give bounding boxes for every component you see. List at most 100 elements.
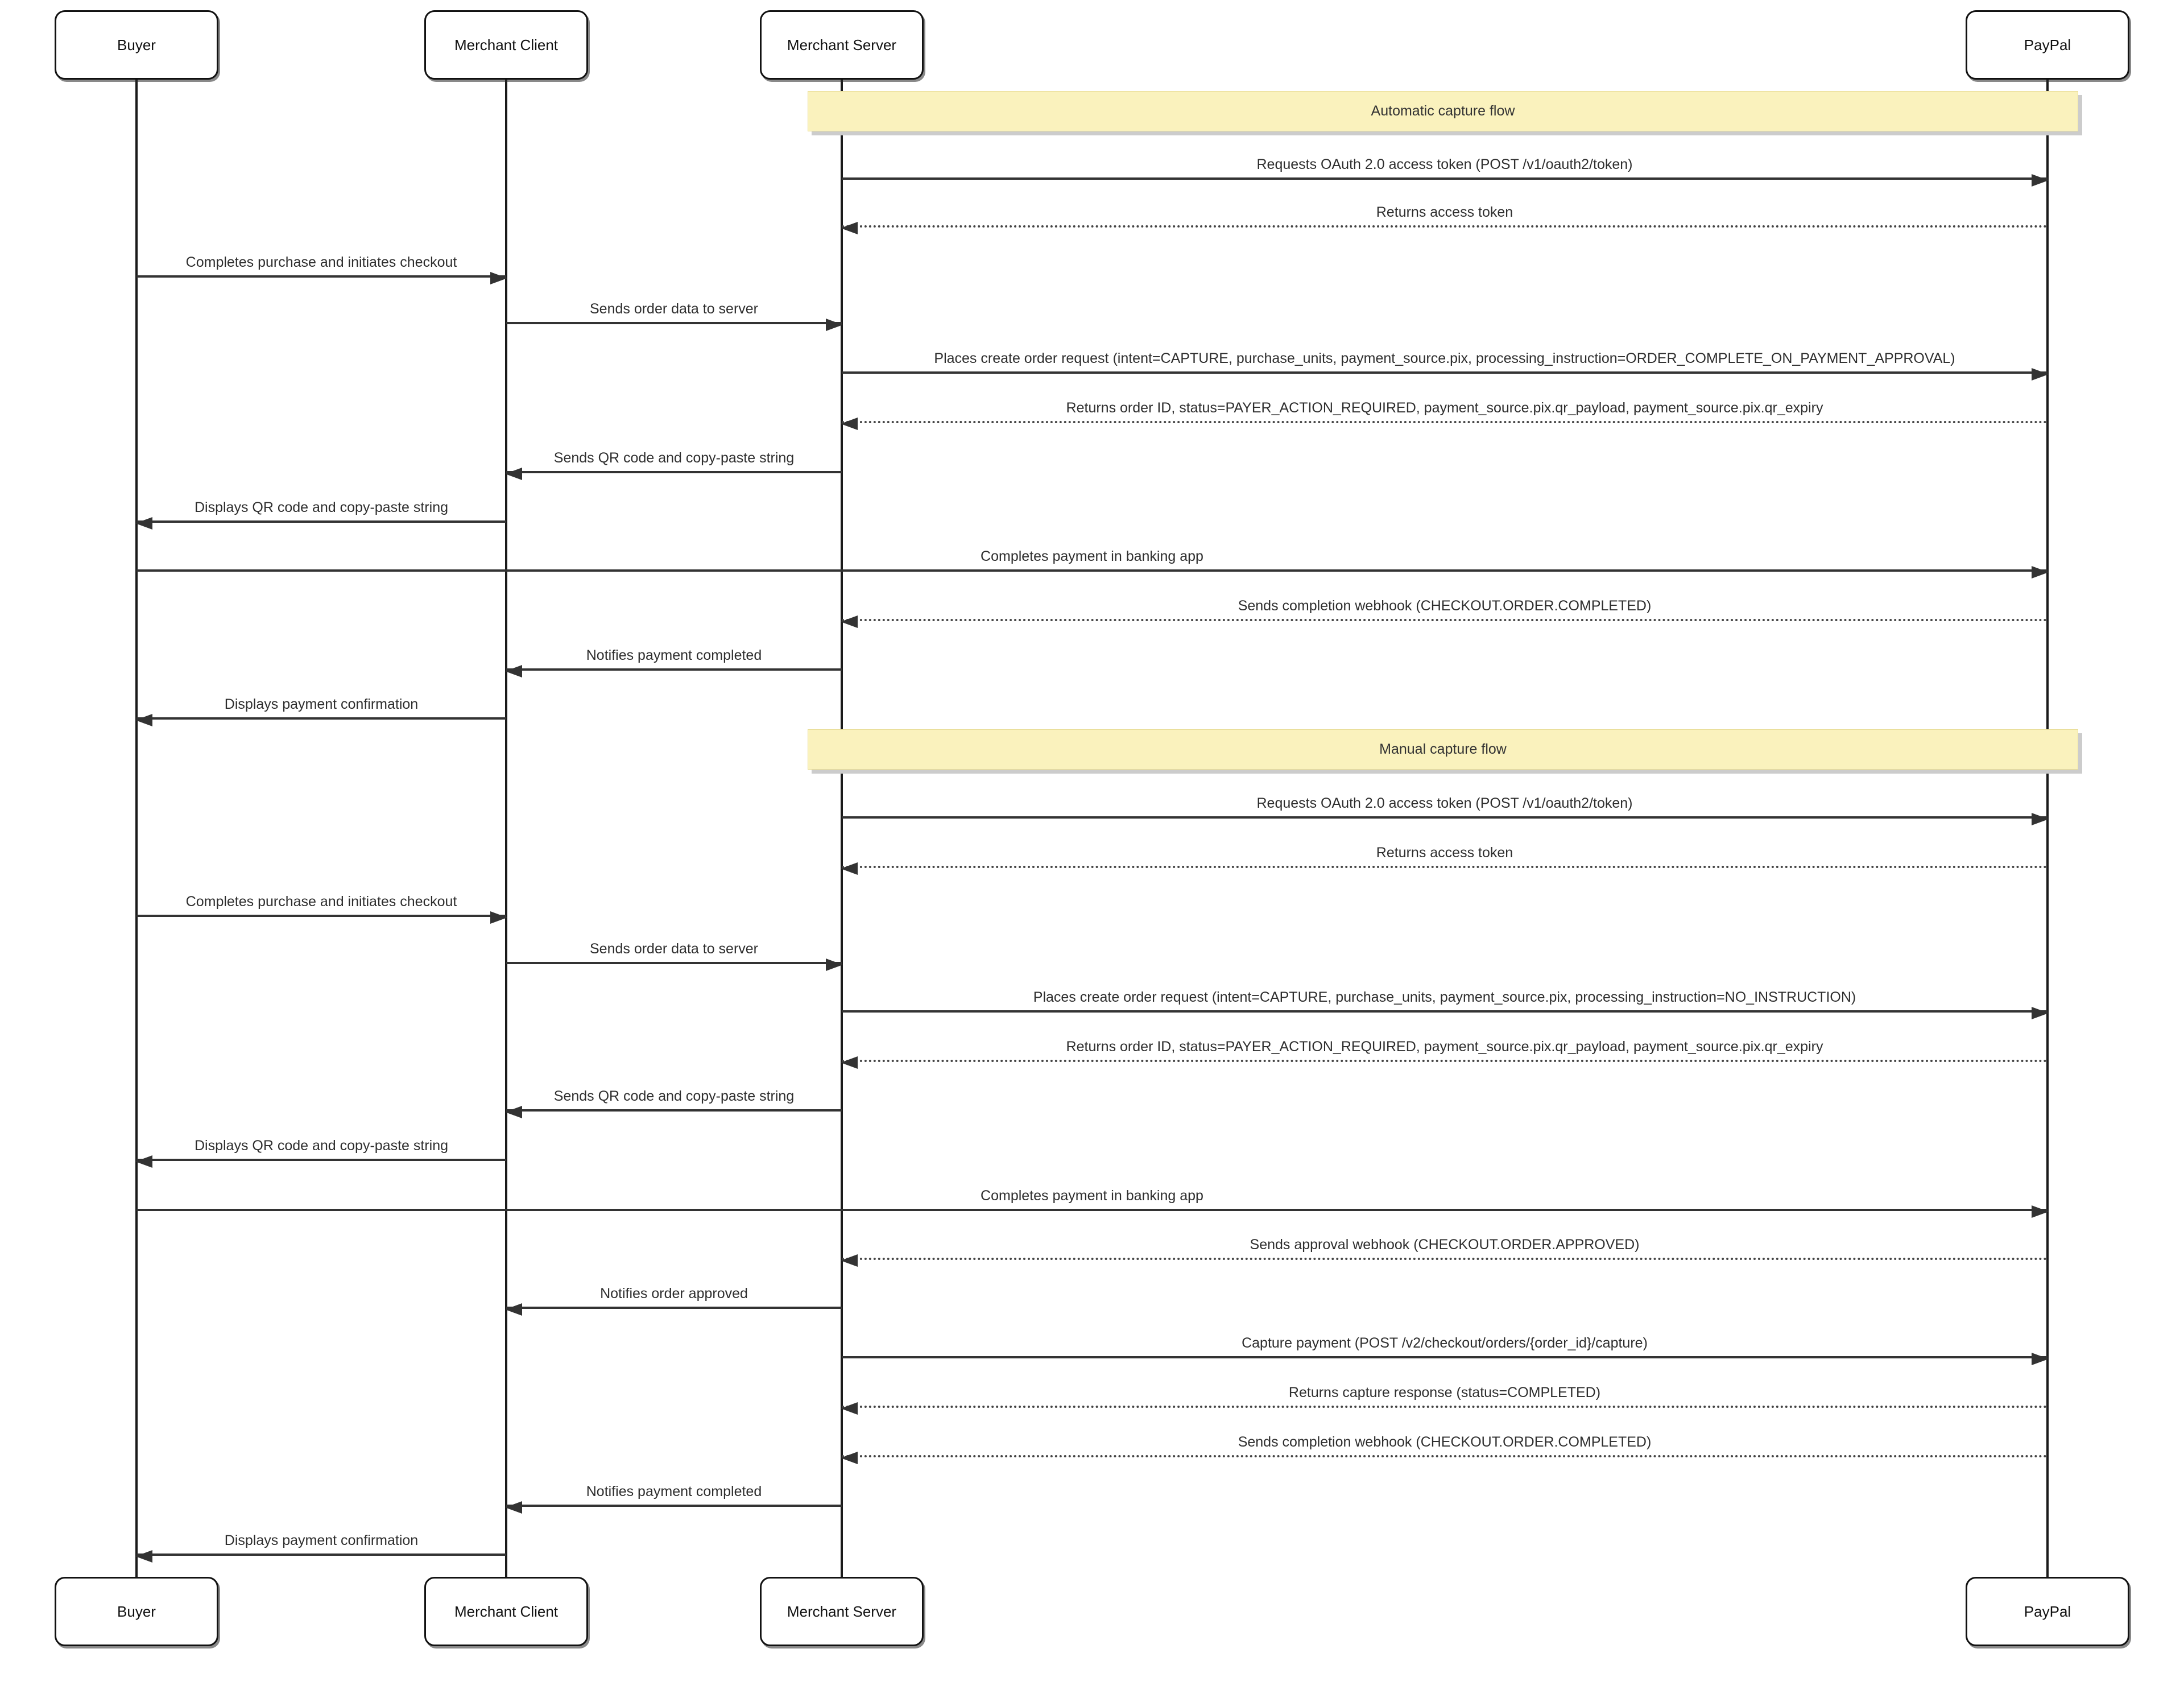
message-arrow-line (505, 1303, 842, 1316)
arrowhead (505, 1501, 522, 1514)
participant-box-top-buyer: Buyer (55, 10, 218, 80)
participant-label: PayPal (2024, 36, 2071, 53)
message-arrow-line (842, 368, 2049, 381)
arrowhead (135, 517, 152, 530)
sequence-message: Returns order ID, status=PAYER_ACTION_RE… (841, 394, 2048, 430)
message-arrow-line (842, 1007, 2049, 1019)
message-label: Sends QR code and copy-paste string (553, 1088, 795, 1104)
message-label: Notifies payment completed (586, 1484, 762, 1499)
message-label: Displays QR code and copy-paste string (194, 1138, 449, 1154)
sequence-message: Sends order data to server (506, 295, 843, 331)
message-label: Places create order request (intent=CAPT… (934, 350, 1955, 366)
arrowhead (841, 862, 858, 875)
message-label: Notifies payment completed (586, 647, 762, 663)
arrowhead (135, 1155, 152, 1168)
message-arrow-line (136, 1205, 2049, 1218)
participant-box-top-paypal: PayPal (1966, 10, 2129, 80)
message-label: Sends order data to server (590, 941, 758, 957)
message-label: Sends completion webhook (CHECKOUT.ORDER… (1238, 598, 1652, 614)
arrowhead (841, 1402, 858, 1415)
arrowhead (826, 319, 843, 331)
message-arrow-line (841, 1056, 2048, 1069)
message-label: Returns order ID, status=PAYER_ACTION_RE… (1066, 1039, 1823, 1055)
participant-box-bottom-merchant-client: Merchant Client (424, 1577, 588, 1646)
message-arrow-line (135, 714, 506, 726)
lifeline-merchant-server (841, 77, 843, 1579)
participant-box-bottom-merchant-server: Merchant Server (760, 1577, 924, 1646)
arrowhead (135, 714, 152, 726)
sequence-message: Displays QR code and copy-paste string (135, 493, 506, 530)
message-label: Sends order data to server (590, 301, 758, 317)
arrowhead (2032, 566, 2049, 579)
message-arrow-line (842, 1353, 2049, 1365)
message-arrow-line (505, 1106, 842, 1118)
arrowhead (505, 1303, 522, 1316)
message-arrow-line (505, 665, 842, 677)
sequence-message: Sends QR code and copy-paste string (505, 444, 842, 480)
message-label: Returns order ID, status=PAYER_ACTION_RE… (1066, 400, 1823, 416)
sequence-message: Completes purchase and initiates checkou… (136, 887, 507, 924)
message-arrow-line (841, 615, 2048, 628)
lifeline-merchant-client (505, 77, 507, 1579)
message-label: Returns capture response (status=COMPLET… (1288, 1385, 1601, 1400)
sequence-message: Sends approval webhook (CHECKOUT.ORDER.A… (841, 1230, 2048, 1267)
arrowhead (2032, 1353, 2049, 1365)
sequence-message: Completes payment in banking app (136, 1181, 2049, 1218)
section-banner-label: Manual capture flow (1379, 741, 1507, 757)
arrowhead (135, 1550, 152, 1563)
message-label: Completes purchase and initiates checkou… (185, 254, 457, 270)
arrowhead (2032, 368, 2049, 381)
message-arrow-line (841, 222, 2048, 234)
message-arrow-line (841, 1402, 2048, 1415)
arrowhead (2032, 174, 2049, 187)
participant-box-bottom-buyer: Buyer (55, 1577, 218, 1646)
message-label: Capture payment (POST /v2/checkout/order… (1242, 1335, 1648, 1351)
arrowhead (2032, 1007, 2049, 1019)
section-banner-1: Automatic capture flow (808, 91, 2078, 131)
message-label: Completes purchase and initiates checkou… (185, 894, 457, 910)
participant-label: Buyer (117, 36, 156, 53)
sequence-message: Returns access token (841, 838, 2048, 875)
message-label: Displays payment confirmation (224, 1532, 419, 1548)
message-arrow-line (505, 468, 842, 480)
arrowhead (505, 665, 522, 677)
message-arrow-line (136, 911, 507, 924)
message-arrow-line (841, 862, 2048, 875)
message-arrow-line (842, 813, 2049, 825)
lifeline-buyer (135, 77, 138, 1579)
sequence-message: Sends QR code and copy-paste string (505, 1082, 842, 1118)
participant-label: Merchant Server (787, 36, 897, 53)
message-arrow-line (506, 958, 843, 971)
message-label: Displays QR code and copy-paste string (194, 499, 449, 515)
arrowhead (490, 911, 507, 924)
sequence-message: Completes payment in banking app (136, 542, 2049, 579)
sequence-message: Places create order request (intent=CAPT… (842, 344, 2049, 381)
sequence-message: Sends completion webhook (CHECKOUT.ORDER… (841, 592, 2048, 628)
message-label: Sends approval webhook (CHECKOUT.ORDER.A… (1250, 1237, 1640, 1253)
sequence-message: Requests OAuth 2.0 access token (POST /v… (842, 150, 2049, 187)
sequence-message: Displays payment confirmation (135, 690, 506, 726)
message-arrow-line (135, 1550, 506, 1563)
participant-label: Merchant Server (787, 1602, 897, 1620)
arrowhead (2032, 813, 2049, 825)
participant-box-top-merchant-server: Merchant Server (760, 10, 924, 80)
sequence-message: Notifies order approved (505, 1279, 842, 1316)
lifeline-paypal (2046, 77, 2049, 1579)
message-arrow-line (136, 272, 507, 284)
sequence-message: Completes purchase and initiates checkou… (136, 248, 507, 284)
arrowhead (841, 1056, 858, 1069)
sequence-message: Returns access token (841, 198, 2048, 234)
message-label: Sends QR code and copy-paste string (553, 450, 795, 466)
arrowhead (841, 418, 858, 430)
sequence-message: Displays payment confirmation (135, 1526, 506, 1563)
message-label: Completes payment in banking app (981, 1188, 1203, 1204)
section-banner-label: Automatic capture flow (1371, 103, 1515, 119)
arrowhead (505, 1106, 522, 1118)
sequence-message: Returns capture response (status=COMPLET… (841, 1378, 2048, 1415)
participant-label: Buyer (117, 1602, 156, 1620)
arrowhead (841, 1254, 858, 1267)
message-arrow-line (841, 1254, 2048, 1267)
message-label: Places create order request (intent=CAPT… (1033, 989, 1856, 1005)
arrowhead (841, 222, 858, 234)
